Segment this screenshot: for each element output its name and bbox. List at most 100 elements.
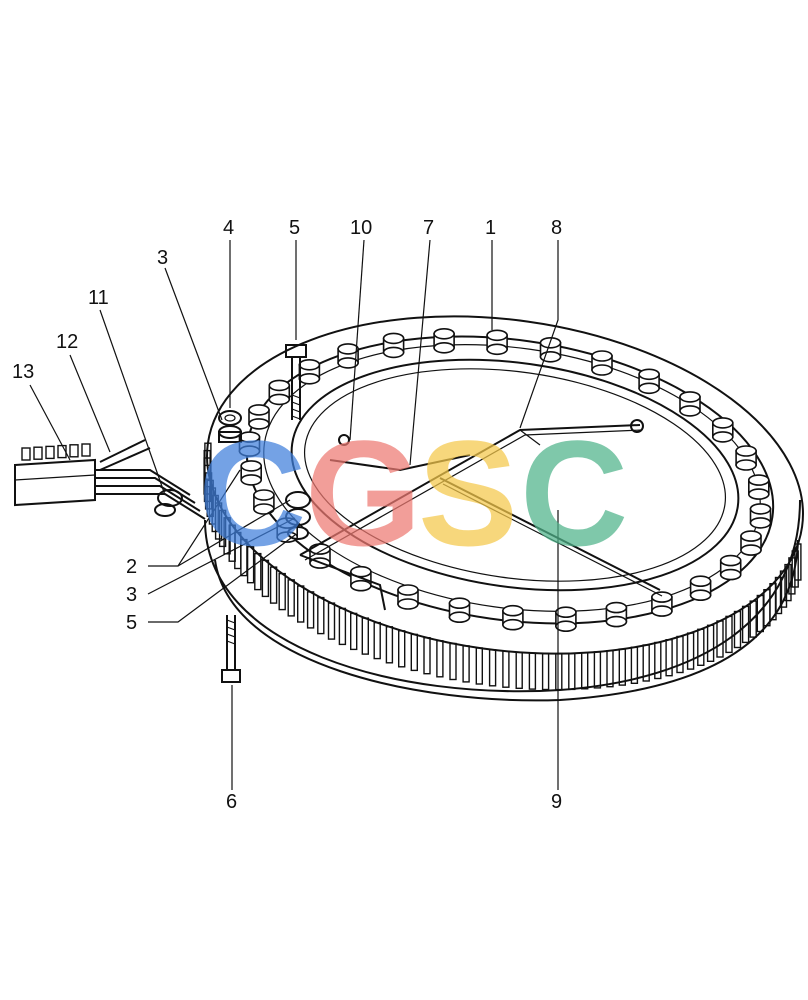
bolt-nut <box>689 575 712 602</box>
bolt-nut <box>502 604 524 631</box>
bolt-nut <box>253 489 275 515</box>
gear-tooth <box>350 612 358 651</box>
watermark: C G S C <box>198 409 628 577</box>
gear-tooth <box>373 621 381 660</box>
callout-5-bottom: 5 <box>126 612 137 634</box>
gear-tooth <box>462 645 470 683</box>
callout-3-bottom: 3 <box>126 584 137 606</box>
gear-tooth <box>733 610 742 649</box>
bolt-nut <box>433 327 455 354</box>
gear-tooth <box>725 615 733 654</box>
bolt-nut <box>238 431 261 457</box>
gear-tooth <box>541 652 550 691</box>
gear-tooth <box>568 652 576 691</box>
gear-tooth <box>204 442 212 480</box>
gear-tooth <box>385 626 394 664</box>
gear-tooth <box>338 607 347 646</box>
bolt-nut <box>555 606 577 633</box>
callout-10: 10 <box>350 217 372 239</box>
watermark-letter-g: G <box>305 409 422 577</box>
bolt-nut <box>651 591 673 617</box>
callout-2: 2 <box>126 556 137 578</box>
gear-tooth <box>398 630 406 668</box>
lube-lines <box>299 419 663 611</box>
gear-tooth <box>475 647 483 685</box>
gear-tooth <box>204 472 213 510</box>
gear-tooth <box>261 559 270 598</box>
gear-tooth <box>297 585 305 623</box>
gear-tooth <box>327 602 336 640</box>
gear-tooth <box>410 633 418 672</box>
watermark-letter-s: S <box>418 409 518 577</box>
gear-tooth <box>246 546 255 584</box>
watermark-letter-c2: C <box>520 409 628 577</box>
loose-hardware <box>218 344 311 683</box>
gear-tooth <box>706 624 715 662</box>
callout-1: 1 <box>485 217 496 239</box>
gear-tooth <box>488 649 497 687</box>
gear-tooth <box>502 650 510 688</box>
bolt-nut <box>679 391 701 417</box>
bolt-nut <box>268 379 291 406</box>
gear-tooth <box>749 600 757 638</box>
distributor-block <box>14 439 206 520</box>
gear-tooth <box>254 552 262 591</box>
gear-tooth <box>361 617 369 655</box>
gear-tooth <box>436 640 444 678</box>
gear-tooth <box>788 557 796 595</box>
callout-labels: 1 2 3 3 4 5 5 6 7 8 9 10 11 12 13 <box>12 217 562 813</box>
bolt-nut <box>298 358 321 385</box>
gear-tooth <box>449 642 457 681</box>
gear-tooth <box>278 572 286 611</box>
gear-tooth <box>697 628 705 666</box>
gear-tooth <box>642 644 650 682</box>
callout-11: 11 <box>88 287 109 309</box>
callout-8: 8 <box>551 217 562 239</box>
callout-3-top: 3 <box>157 247 168 269</box>
bolt-nut <box>591 350 613 376</box>
bolt-nut <box>240 460 262 486</box>
gear-tooth <box>618 648 626 686</box>
gear-tooth <box>515 651 523 689</box>
bolt-nut <box>749 503 772 529</box>
callout-6: 6 <box>226 791 237 813</box>
bolt-nut <box>276 517 299 543</box>
gear-tooth <box>218 509 227 548</box>
grease-nipple <box>57 444 67 459</box>
gear-tooth <box>606 650 614 688</box>
callout-7: 7 <box>423 217 434 239</box>
bolt-nut <box>397 584 419 610</box>
bolt-nut <box>735 445 757 471</box>
bolt-nut <box>638 368 660 395</box>
gear-tooth <box>306 591 315 629</box>
bolt-nut <box>539 336 562 363</box>
bolt-nut <box>248 404 270 430</box>
gear-tooth <box>676 635 684 674</box>
gear-tooth <box>630 646 639 684</box>
gear-tooth <box>581 652 589 690</box>
gear-tooth <box>686 632 695 670</box>
callout-13: 13 <box>12 361 34 383</box>
bolt-nut <box>711 417 734 443</box>
watermark-letter-c1: C <box>198 409 306 577</box>
callout-4: 4 <box>223 217 234 239</box>
gear-tooth <box>555 652 563 691</box>
gear-tooth <box>665 639 673 677</box>
gear-tooth <box>287 579 295 617</box>
gear-tooth <box>423 637 431 675</box>
grease-nipple <box>45 445 55 460</box>
callout-9: 9 <box>551 791 562 813</box>
gear-tooth <box>756 594 764 633</box>
grease-nipple <box>33 446 43 460</box>
gear-tooth <box>763 589 771 627</box>
bolt-nut <box>337 343 359 369</box>
bolt-nut <box>747 474 770 500</box>
leader-lines <box>29 239 559 790</box>
grease-nipple <box>21 447 31 461</box>
grease-nipple <box>69 444 79 458</box>
bolt-nut <box>719 554 742 581</box>
gear-tooth <box>784 563 792 602</box>
bolt-nut <box>486 329 508 356</box>
bolt-nut <box>382 332 405 359</box>
